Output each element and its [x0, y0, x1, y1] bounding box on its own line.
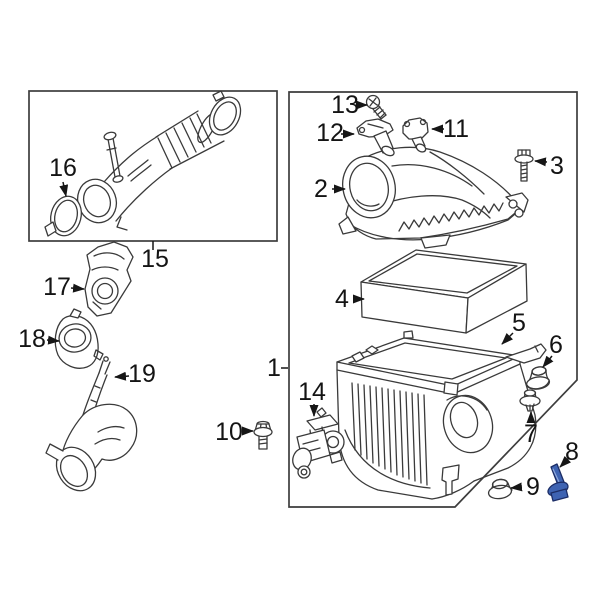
- part-10-bolt-drawing: [253, 420, 273, 450]
- callout-10-label[interactable]: 10: [215, 418, 243, 446]
- callout-5-arrow: [501, 332, 514, 345]
- part-15-intake-hose-drawing: [76, 90, 242, 231]
- part-16-clamp-drawing: [44, 195, 82, 237]
- part-3-bolt-drawing: [514, 149, 534, 182]
- callout-1-label[interactable]: 1: [267, 354, 281, 382]
- part-11-sensor-drawing: [402, 117, 429, 153]
- part-13-screw-drawing: [365, 94, 387, 120]
- callout-18-label[interactable]: 18: [18, 325, 46, 353]
- callout-16-arrow: [59, 181, 69, 197]
- part-18-duct-elbow-drawing: [54, 308, 104, 369]
- callout-8-label[interactable]: 8: [565, 438, 579, 466]
- callout-12-label[interactable]: 12: [316, 119, 344, 147]
- callout-3-arrow: [534, 157, 548, 167]
- callout-19-arrow: [114, 371, 130, 381]
- callout-7-label[interactable]: 7: [524, 420, 538, 448]
- callout-9-label[interactable]: 9: [526, 473, 540, 501]
- callout-6-arrow: [542, 355, 554, 368]
- callout-6-label[interactable]: 6: [549, 331, 563, 359]
- callout-4-label[interactable]: 4: [335, 285, 349, 313]
- part-4-air-filter-drawing: [360, 249, 528, 334]
- callout-11-label[interactable]: 11: [443, 115, 469, 143]
- part-6-grommet-drawing: [525, 366, 551, 390]
- callout-17-label[interactable]: 17: [43, 273, 71, 301]
- part-1-housing-drawing: [336, 330, 547, 500]
- part-2-air-cleaner-cover-drawing: [338, 146, 529, 249]
- callout-13-label[interactable]: 13: [331, 91, 359, 119]
- callout-15-label[interactable]: 15: [141, 245, 169, 273]
- group-box-air-cleaner-assembly: [288, 91, 578, 508]
- part-17-duct-shield-drawing: [84, 241, 134, 317]
- callout-18-arrow: [46, 335, 60, 345]
- callout-2-label[interactable]: 2: [314, 175, 328, 203]
- callout-19-label[interactable]: 19: [128, 360, 156, 388]
- part-19-lower-duct-drawing: [45, 356, 138, 492]
- part-14-bracket-drawing: [292, 407, 345, 479]
- callout-16-label[interactable]: 16: [49, 154, 77, 182]
- part-8-bolt-highlighted[interactable]: [546, 463, 570, 502]
- part-12-sensor-drawing: [356, 118, 395, 157]
- callout-14-label[interactable]: 14: [298, 378, 326, 406]
- callout-9-arrow: [510, 482, 523, 492]
- part-7-push-pin-drawing: [519, 389, 541, 412]
- callout-8-arrow: [559, 456, 571, 468]
- part-9-grommet-drawing: [487, 478, 513, 500]
- callout-17-arrow: [70, 283, 85, 293]
- callout-5-label[interactable]: 5: [512, 309, 526, 337]
- callout-3-label[interactable]: 3: [550, 152, 564, 180]
